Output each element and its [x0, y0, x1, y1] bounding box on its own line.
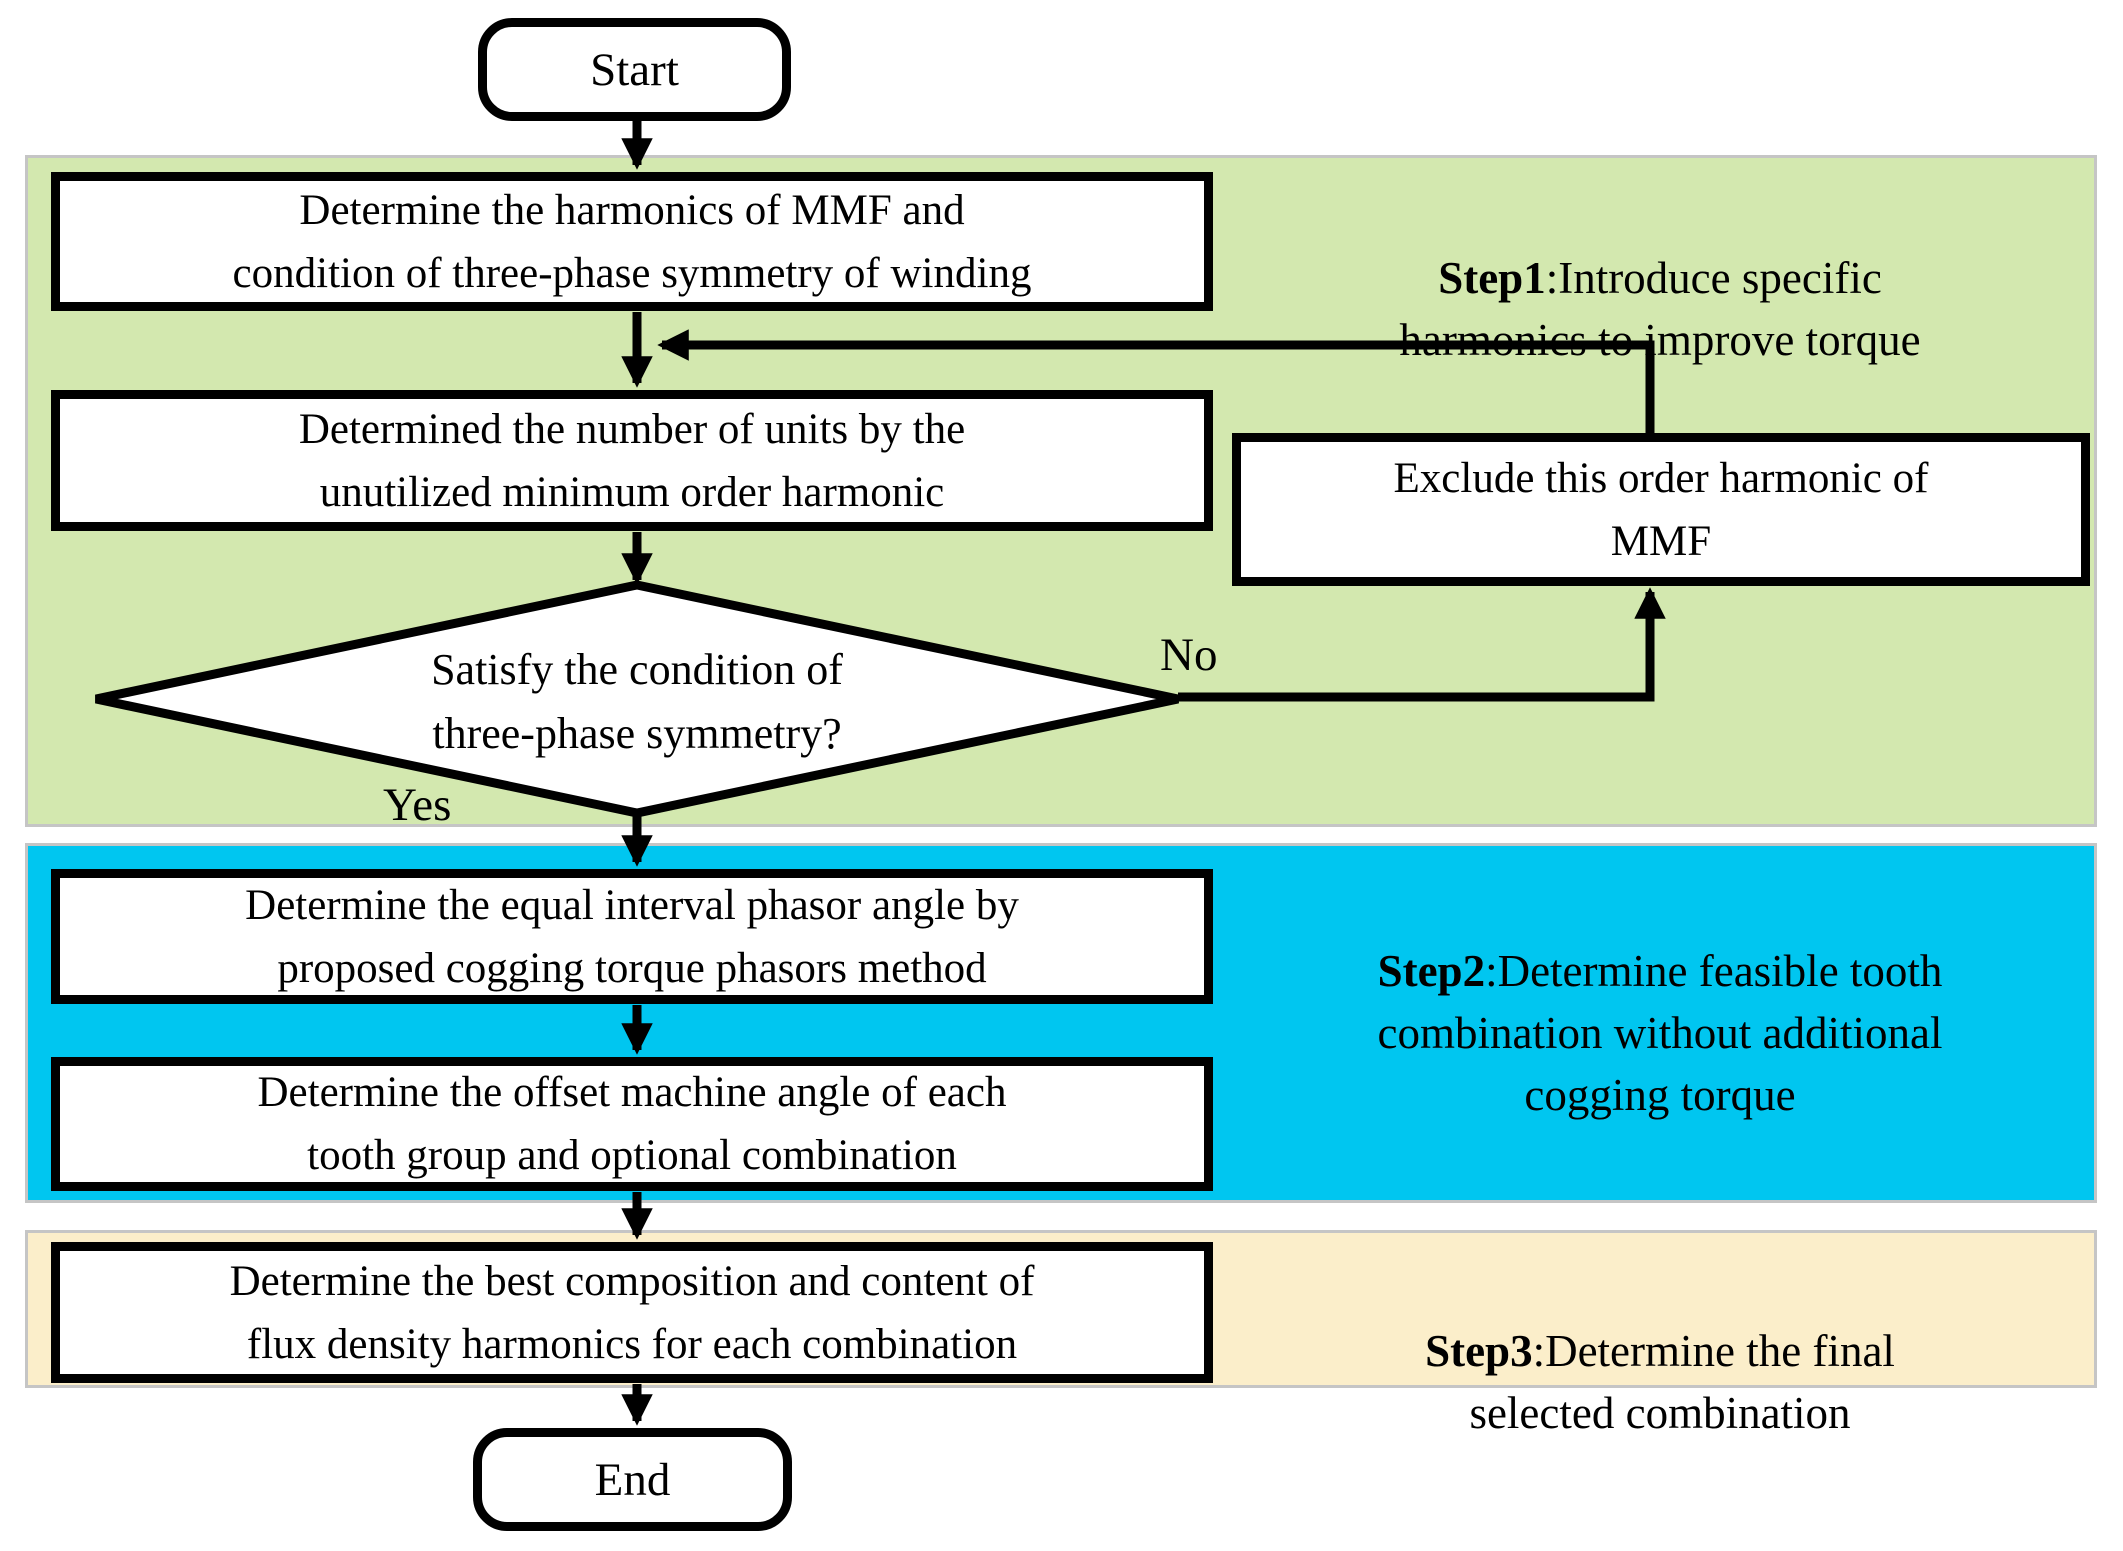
step3-annotation-desc: :Determine the final selected combinatio…	[1469, 1326, 1895, 1438]
decision-symmetry-text: Satisfy the condition of three-phase sym…	[217, 612, 1057, 792]
decision-symmetry-label: Satisfy the condition of three-phase sym…	[431, 645, 843, 758]
process-exclude-harmonic: Exclude this order harmonic of MMF	[1232, 433, 2090, 586]
process-determine-best-composition-label: Determine the best composition and conte…	[229, 1257, 1035, 1368]
step2-annotation: Step2:Determine feasible tooth combinati…	[1245, 878, 2075, 1126]
process-determine-best-composition: Determine the best composition and conte…	[51, 1242, 1213, 1383]
process-determine-offset-angle-label: Determine the offset machine angle of ea…	[257, 1069, 1007, 1179]
process-exclude-harmonic-label: Exclude this order harmonic of MMF	[1393, 454, 1929, 565]
process-determine-offset-angle: Determine the offset machine angle of ea…	[51, 1057, 1213, 1191]
step3-annotation-name: Step3	[1425, 1326, 1533, 1376]
process-determine-units-label: Determined the number of units by the un…	[298, 405, 966, 516]
end-label: End	[594, 1453, 671, 1506]
step3-annotation: Step3:Determine the final selected combi…	[1245, 1258, 2075, 1444]
process-determine-units: Determined the number of units by the un…	[51, 390, 1213, 531]
process-determine-harmonics: Determine the harmonics of MMF and condi…	[51, 172, 1213, 311]
process-determine-phasor-angle-label: Determine the equal interval phasor angl…	[245, 881, 1019, 992]
step2-annotation-desc: :Determine feasible tooth combination wi…	[1377, 946, 1943, 1120]
step1-annotation-name: Step1	[1438, 253, 1546, 303]
start-node: Start	[478, 18, 791, 121]
process-determine-harmonics-label: Determine the harmonics of MMF and condi…	[232, 186, 1032, 297]
end-node: End	[473, 1428, 792, 1531]
yes-branch-label: Yes	[383, 779, 452, 831]
process-determine-phasor-angle: Determine the equal interval phasor angl…	[51, 869, 1213, 1004]
step2-annotation-name: Step2	[1377, 946, 1486, 996]
start-label: Start	[590, 43, 679, 96]
no-branch-label: No	[1160, 629, 1218, 681]
step1-annotation: Step1:Introduce specific harmonics to im…	[1245, 185, 2075, 371]
